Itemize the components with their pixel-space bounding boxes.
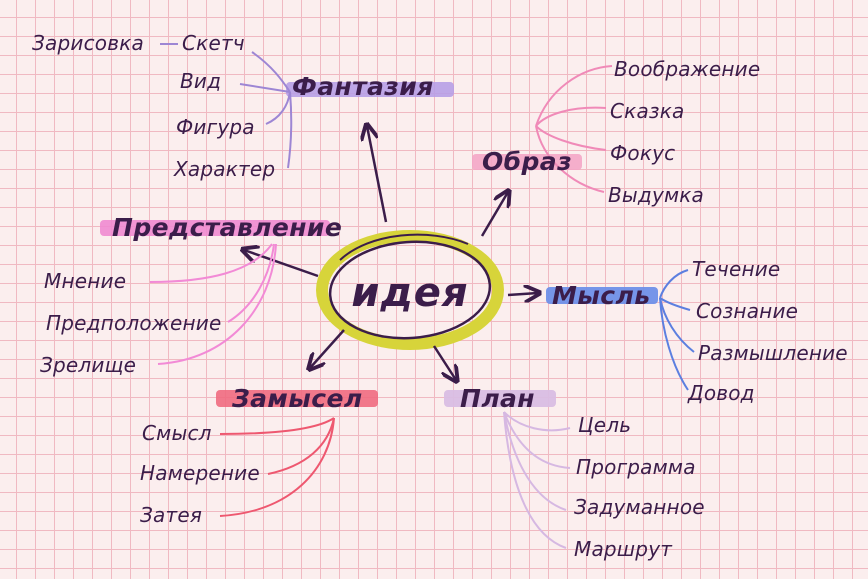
- design-heading: Замысел: [231, 384, 363, 413]
- plan-item: Маршрут: [574, 537, 673, 561]
- plan-item: Цель: [578, 413, 631, 437]
- fantasy-item: Характер: [173, 157, 275, 181]
- thought-item: Размышление: [698, 341, 848, 365]
- arrow-to-fantasy: [367, 126, 388, 223]
- representation-item: Мнение: [44, 269, 126, 293]
- image-item: Сказка: [610, 99, 684, 123]
- arrow-to-representation: [244, 250, 319, 278]
- arrow-to-thought: [507, 293, 538, 295]
- thought-item: Течение: [692, 257, 780, 281]
- image-connectors: [535, 65, 613, 193]
- fantasy-item: Скетч: [182, 31, 245, 55]
- plan-highlight: [444, 390, 556, 407]
- center-label: идея: [351, 270, 468, 316]
- image-item: Воображение: [614, 57, 760, 81]
- design-item: Затея: [140, 503, 202, 527]
- design-highlight: [216, 390, 378, 407]
- representation-highlight: [100, 220, 330, 236]
- plan-item: Задуманное: [574, 495, 705, 519]
- arrow-to-image: [480, 192, 508, 237]
- plan-heading: План: [460, 384, 535, 413]
- design-connectors: [219, 417, 335, 517]
- image-heading: Образ: [482, 147, 572, 176]
- fantasy-heading: Фантазия: [292, 72, 434, 101]
- thought-item: Сознание: [696, 299, 798, 323]
- center-ring-highlight: [316, 230, 504, 350]
- arrow-to-design: [310, 329, 345, 368]
- thought-item: Довод: [687, 381, 755, 405]
- fantasy-highlight: [286, 82, 454, 97]
- design-item: Смысл: [142, 421, 212, 445]
- fantasy-item: Вид: [180, 69, 221, 93]
- plan-connectors: [503, 411, 571, 549]
- arrow-to-plan: [432, 345, 456, 380]
- representation-connectors: [149, 243, 277, 365]
- image-item: Фокус: [610, 141, 675, 165]
- representation-item: Зрелище: [40, 353, 136, 377]
- representation-item: Предположение: [46, 311, 222, 335]
- thought-connectors: [659, 269, 695, 391]
- thought-heading: Мысль: [552, 281, 650, 310]
- image-highlight: [472, 154, 582, 170]
- plan-item: Программа: [576, 455, 696, 479]
- center-ring-overstroke: [339, 233, 469, 261]
- design-item: Намерение: [140, 461, 260, 485]
- image-item: Выдумка: [608, 183, 704, 207]
- fantasy-item: Зарисовка: [32, 31, 144, 55]
- center-ring: [328, 240, 492, 340]
- fantasy-item: Фигура: [176, 115, 255, 139]
- thought-highlight: [546, 287, 658, 304]
- representation-heading: Представление: [112, 213, 342, 242]
- fantasy-connectors: [160, 43, 293, 169]
